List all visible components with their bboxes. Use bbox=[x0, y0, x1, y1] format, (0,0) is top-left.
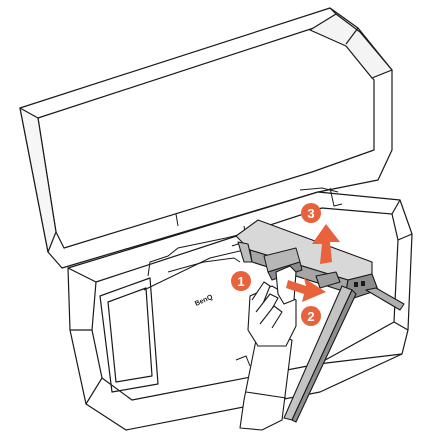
step-2-label: 2 bbox=[307, 309, 314, 324]
step-badge-1: 1 bbox=[231, 271, 251, 291]
step-1-label: 1 bbox=[237, 274, 244, 289]
step-3-label: 3 bbox=[307, 206, 314, 221]
step-badge-2: 2 bbox=[301, 306, 321, 326]
step-badge-3: 3 bbox=[301, 203, 321, 223]
